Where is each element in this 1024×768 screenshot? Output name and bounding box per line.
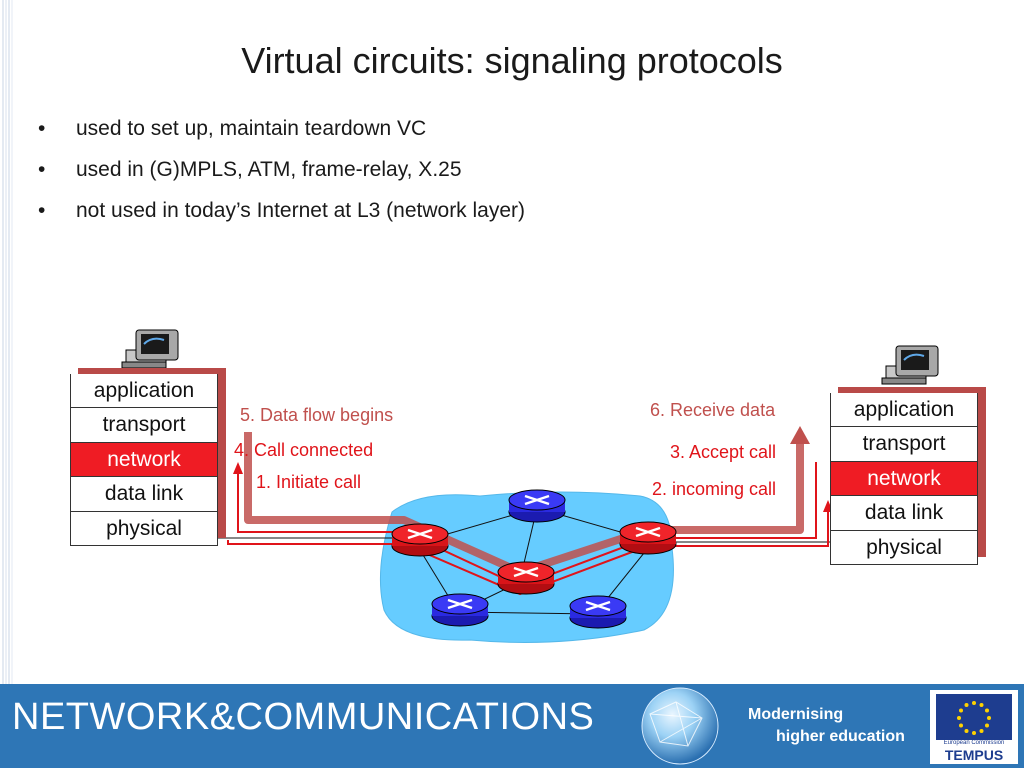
vc-signaling-diagram (121, 329, 939, 643)
router-icon (569, 595, 627, 629)
globe-icon (641, 687, 719, 765)
label-data-flow: 5. Data flow begins (240, 405, 394, 425)
bullet-list: used to set up, maintain teardown VC use… (38, 112, 525, 235)
eu-tempus-logo: European Commission TEMPUS (930, 690, 1018, 764)
call-connected-arrowhead (233, 462, 243, 474)
footer-title: NETWORK&COMMUNICATIONS (12, 696, 595, 738)
layer-application: application (830, 393, 978, 428)
router-icon (391, 523, 449, 557)
layer-physical: physical (830, 530, 978, 565)
label-incoming-call: 2. incoming call (652, 479, 777, 499)
desktop-computer-icon (881, 345, 939, 385)
tagline-line-1: Modernising (748, 706, 844, 723)
router-icon (497, 561, 555, 595)
layer-transport: transport (830, 427, 978, 462)
layer-network: network (70, 442, 218, 478)
access-lines (218, 537, 832, 543)
layer-data-link: data link (70, 477, 218, 512)
left-edge-stripes (2, 0, 13, 684)
right-host-stack: application transport network data link … (830, 387, 986, 565)
tempus-name: TEMPUS (944, 747, 1004, 763)
eu-stars (957, 701, 991, 735)
data-flow-arrowhead (790, 426, 810, 444)
router-icon (508, 489, 566, 523)
bullet-item: used in (G)MPLS, ATM, frame-relay, X.25 (38, 153, 525, 194)
slide-title: Virtual circuits: signaling protocols (241, 40, 783, 81)
footer-tagline: Modernising higher education (748, 704, 905, 748)
footer-banner: NETWORK&COMMUNICATIONS Modernising highe… (0, 684, 1024, 768)
label-call-connected: 4. Call connected (234, 440, 374, 460)
eu-caption: European Commission (943, 740, 1005, 746)
bullet-item: not used in today’s Internet at L3 (netw… (38, 194, 525, 235)
label-receive-data: 6. Receive data (650, 400, 776, 420)
router-icon (619, 521, 677, 555)
eu-flag-icon (936, 694, 1012, 740)
layer-data-link: data link (830, 496, 978, 531)
layer-transport: transport (70, 408, 218, 443)
tagline-line-2: higher education (776, 728, 905, 745)
layer-application: application (70, 374, 218, 409)
left-host-stack: application transport network data link … (70, 368, 226, 546)
label-initiate-call: 1. Initiate call (256, 472, 362, 492)
bullet-item: used to set up, maintain teardown VC (38, 112, 525, 153)
desktop-computer-icon (121, 329, 179, 369)
label-accept-call: 3. Accept call (670, 442, 777, 462)
router-icon (431, 593, 489, 627)
layer-network: network (830, 461, 978, 497)
layer-physical: physical (70, 511, 218, 546)
